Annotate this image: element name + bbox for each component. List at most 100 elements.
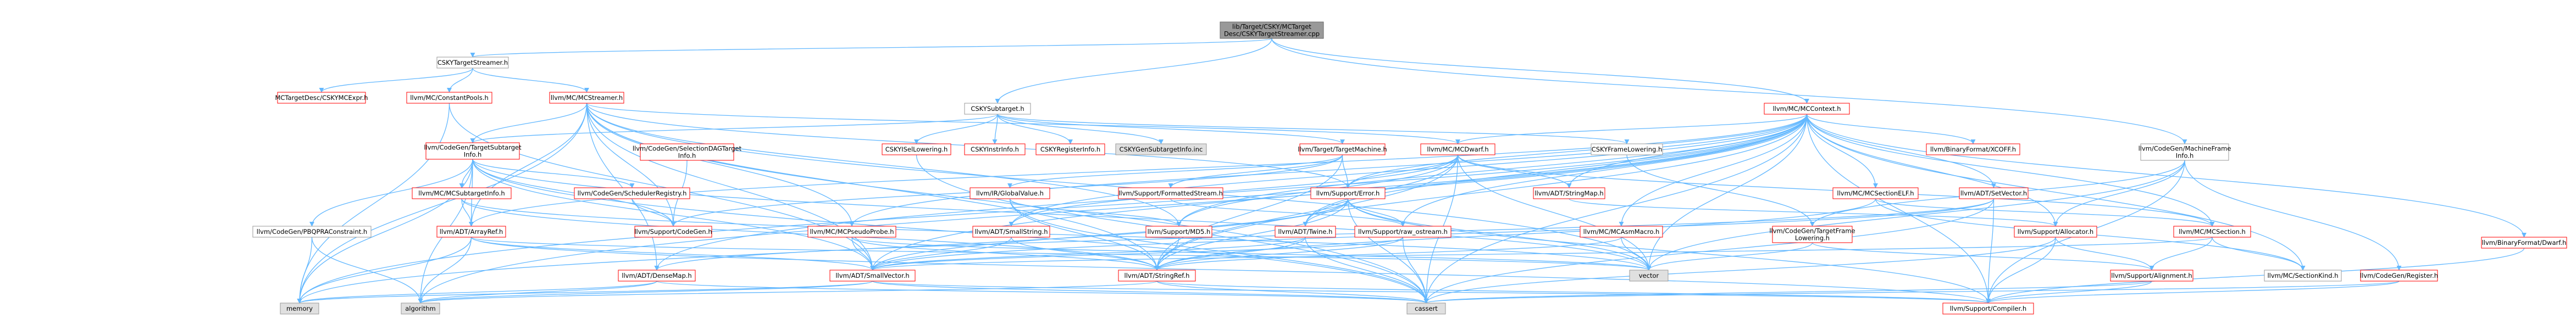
- edge-arrref-to-vector: [470, 237, 1651, 271]
- edge-mcctx-to-algorithm: [418, 114, 1808, 304]
- node-xcoff[interactable]: llvm/BinaryFormat/XCOFF.h: [1926, 143, 2020, 155]
- node-mcctx[interactable]: llvm/MC/MCContext.h: [1764, 103, 1850, 115]
- node-md5[interactable]: llvm/Support/MD5.h: [1145, 226, 1212, 238]
- edge-smvec-to-algorithm: [418, 281, 873, 304]
- node-strref[interactable]: llvm/ADT/StringRef.h: [1118, 270, 1196, 282]
- node-cpools[interactable]: llvm/MC/ConstantPools.h: [406, 92, 492, 104]
- edge-mcstr-to-supcg: [586, 103, 676, 227]
- node-tfl-box: [1772, 226, 1853, 243]
- node-cassert-box: [1406, 303, 1446, 315]
- node-secelf[interactable]: llvm/MC/MCSectionELF.h: [1832, 187, 1919, 199]
- node-cassert: cassert: [1406, 303, 1446, 315]
- node-seldag-label: Info.h: [678, 152, 696, 160]
- node-dwarf[interactable]: llvm/MC/MCDwarf.h: [1420, 143, 1495, 155]
- node-mcexpr-box: [277, 92, 366, 104]
- edge-mfi-to-alloc: [2053, 160, 2185, 227]
- node-schedreg[interactable]: llvm/CodeGen/SchedulerRegistry.h: [574, 187, 690, 199]
- edge-cgtsi-to-memory: [297, 159, 473, 304]
- edge-ttm-to-strref: [1154, 154, 1343, 271]
- node-cframe-label: CSKYFrameLowering.h: [1592, 145, 1663, 153]
- edge-alloc-to-align: [2055, 237, 2154, 271]
- edge-root-to-mfi: [1271, 38, 2187, 144]
- node-twine[interactable]: llvm/ADT/Twine.h: [1275, 226, 1336, 238]
- node-creg[interactable]: CSKYRegisterInfo.h: [1035, 143, 1105, 155]
- node-root: lib/Target/CSKY/MCTargetDesc/CSKYTargetS…: [1220, 21, 1324, 39]
- edge-mcsec-to-seckind: [2212, 237, 2306, 271]
- edge-csub-to-cisel: [913, 114, 998, 144]
- node-arrref-label: llvm/ADT/ArrayRef.h: [440, 228, 503, 236]
- node-mcstr[interactable]: llvm/MC/MCStreamer.h: [549, 92, 624, 104]
- edge-cpools-to-memory: [297, 103, 450, 304]
- node-creg-label: CSKYRegisterInfo.h: [1040, 145, 1100, 153]
- node-ttm-label: llvm/Target/TargetMachine.h: [1298, 145, 1387, 153]
- node-cframe-box: [1591, 143, 1663, 155]
- node-mcctx-box: [1764, 103, 1850, 115]
- edge-twine-to-strref: [1154, 237, 1306, 271]
- node-schedreg-label: llvm/CodeGen/SchedulerRegistry.h: [578, 189, 687, 197]
- node-csub-box: [964, 103, 1031, 115]
- node-smvec-label: llvm/ADT/SmallVector.h: [835, 272, 909, 279]
- edge-strref-to-cassert: [1156, 281, 1429, 304]
- edge-tsh-to-mcstr: [472, 68, 589, 93]
- edge-align-to-cassert: [1423, 281, 2152, 304]
- edge-mcstr-to-cassert: [586, 103, 1429, 304]
- node-ttm[interactable]: llvm/Target/TargetMachine.h: [1298, 143, 1387, 155]
- edge-mcstr-to-smvec: [586, 103, 876, 271]
- node-mcsec[interactable]: llvm/MC/MCSection.h: [2173, 226, 2251, 238]
- node-fmtstream-box: [1118, 187, 1223, 199]
- node-mcsubinfo[interactable]: llvm/MC/MCSubtargetInfo.h: [412, 187, 512, 199]
- node-asmmacro[interactable]: llvm/MC/MCAsmMacro.h: [1580, 226, 1663, 238]
- node-cassert-label: cassert: [1415, 305, 1438, 312]
- edge-mfi-to-cgreg: [2184, 160, 2402, 271]
- node-vector-box: [1629, 270, 1669, 282]
- node-globval[interactable]: llvm/IR/GlobalValue.h: [970, 187, 1050, 199]
- node-cisel[interactable]: CSKYISelLowering.h: [882, 143, 951, 155]
- node-cinstr[interactable]: CSKYInstrInfo.h: [964, 143, 1026, 155]
- node-tsh-box: [436, 57, 509, 69]
- edge-ttm-to-fmtstream: [1168, 154, 1343, 188]
- node-md5-label: llvm/Support/MD5.h: [1148, 228, 1211, 236]
- node-setvec[interactable]: llvm/ADT/SetVector.h: [1959, 187, 2029, 199]
- node-bfdwarf-label: llvm/BinaryFormat/Dwarf.h: [2482, 239, 2567, 247]
- edge-strref-to-algorithm: [418, 281, 1157, 304]
- node-alloc[interactable]: llvm/Support/Allocator.h: [2014, 226, 2097, 238]
- node-mcexpr[interactable]: MCTargetDesc/CSKYMCExpr.h: [275, 92, 368, 104]
- node-layer: lib/Target/CSKY/MCTargetDesc/CSKYTargetS…: [252, 21, 2567, 315]
- node-arrref[interactable]: llvm/ADT/ArrayRef.h: [436, 226, 506, 238]
- node-mcsec-box: [2173, 226, 2251, 238]
- node-cgtsi-label: Info.h: [464, 151, 482, 159]
- node-pseudo[interactable]: llvm/MC/MCPseudoProbe.h: [807, 226, 896, 238]
- edge-pseudo-to-vector: [851, 237, 1652, 271]
- node-densemap[interactable]: llvm/ADT/DenseMap.h: [618, 270, 696, 282]
- node-pseudo-label: llvm/MC/MCPseudoProbe.h: [810, 228, 894, 236]
- node-align[interactable]: llvm/Support/Alignment.h: [2110, 270, 2193, 282]
- node-mfi-box: [2140, 143, 2229, 161]
- edge-tfl-to-align: [1811, 242, 2154, 271]
- edge-mcsubinfo-to-arrref: [461, 198, 474, 227]
- node-cgreg[interactable]: llvm/CodeGen/Register.h: [2360, 270, 2438, 282]
- edge-ttm-to-superr: [1342, 154, 1351, 188]
- node-superr[interactable]: llvm/Support/Error.h: [1310, 187, 1386, 199]
- node-pbqp: llvm/CodeGen/PBQPRAConstraint.h: [252, 226, 372, 238]
- node-fmtstream[interactable]: llvm/Support/FormattedStream.h: [1118, 187, 1223, 199]
- edge-root-to-csub: [995, 38, 1272, 104]
- edge-superr-to-memory: [297, 198, 1349, 304]
- edge-ttm-to-globval: [1007, 154, 1343, 188]
- node-smvec[interactable]: llvm/ADT/SmallVector.h: [829, 270, 916, 282]
- edge-cgtsi-to-supcg: [472, 159, 676, 227]
- node-supcg[interactable]: llvm/Support/CodeGen.h: [634, 226, 712, 238]
- node-strmap[interactable]: llvm/ADT/StringMap.h: [1533, 187, 1605, 199]
- node-compiler[interactable]: llvm/Support/Compiler.h: [1942, 303, 2034, 315]
- node-rawos[interactable]: llvm/Support/raw_ostream.h: [1354, 226, 1452, 238]
- node-smstr[interactable]: llvm/ADT/SmallString.h: [972, 226, 1050, 238]
- edge-schedreg-to-supcg: [631, 198, 676, 227]
- edge-twine-to-smvec: [870, 237, 1306, 271]
- node-seckind-box: [2264, 270, 2342, 282]
- node-memory-box: [280, 303, 319, 315]
- node-cisel-label: CSKYISelLowering.h: [885, 145, 948, 153]
- node-bfdwarf[interactable]: llvm/BinaryFormat/Dwarf.h: [2481, 237, 2567, 249]
- node-seckind: llvm/MC/SectionKind.h: [2264, 270, 2342, 282]
